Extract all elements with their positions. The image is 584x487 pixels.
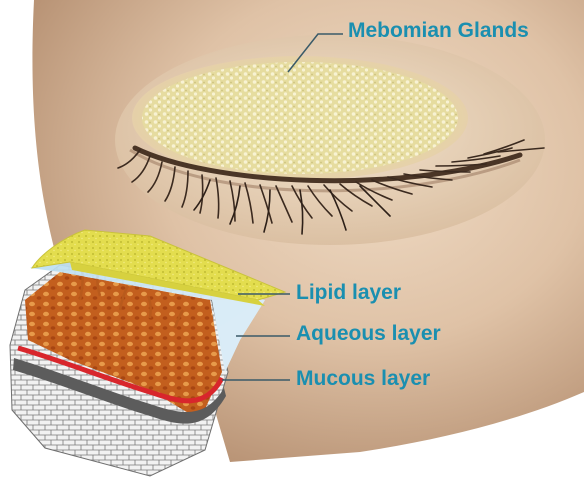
label-meibomian-glands: Mebomian Glands bbox=[348, 20, 529, 41]
label-mucous-layer: Mucous layer bbox=[296, 368, 430, 389]
label-lipid-layer: Lipid layer bbox=[296, 282, 401, 303]
label-aqueous-layer: Aqueous layer bbox=[296, 323, 441, 344]
